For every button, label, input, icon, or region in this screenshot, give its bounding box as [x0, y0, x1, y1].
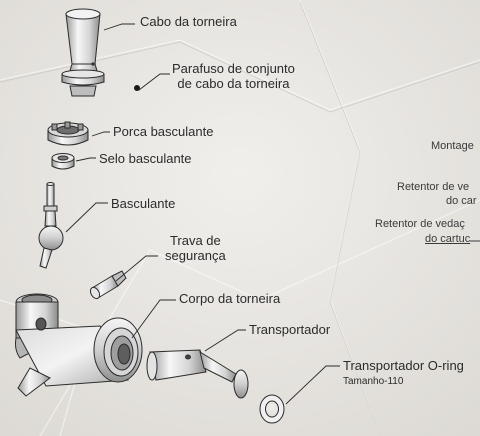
label-shaft: Transportador	[249, 322, 331, 337]
label-handle-screw-line1: Parafuso de conjunto	[172, 61, 295, 76]
label-retainer-b-line2: do cartuc	[425, 233, 471, 245]
lever-nut	[47, 121, 89, 146]
label-lever-seal: Selo basculante	[99, 151, 192, 166]
faucet-body	[15, 293, 143, 397]
label-retainer-a-line1: Retentor de ve	[397, 181, 470, 193]
label-handle-screw: Parafuso de conjunto de cabo da torneira	[172, 61, 295, 91]
label-lever-nut: Porca basculante	[113, 124, 214, 139]
label-o-ring-size: Tamanho-110	[343, 376, 404, 387]
label-handle: Cabo da torneira	[140, 14, 237, 29]
label-lever: Basculante	[111, 196, 176, 211]
label-handle-screw-line2: de cabo da torneira	[177, 76, 290, 91]
label-safety-lock-line2: segurança	[165, 248, 226, 263]
faucet-handle	[61, 8, 105, 97]
safety-lock	[89, 270, 127, 300]
lever-part	[38, 182, 64, 269]
label-safety-lock: Trava de segurança	[165, 233, 226, 263]
lever-seal	[51, 153, 75, 170]
label-assembly: Montage	[431, 140, 474, 152]
label-o-ring: Transportador O-ring	[343, 358, 464, 373]
o-ring-part	[259, 394, 285, 424]
label-retainer-b-line1: Retentor de vedaç	[375, 218, 465, 230]
set-screw-icon	[134, 85, 140, 91]
label-faucet-body: Corpo da torneira	[179, 291, 281, 306]
shaft-part	[146, 349, 249, 399]
leader-lines	[65, 23, 480, 405]
label-safety-lock-line1: Trava de	[169, 233, 221, 248]
set-screw-hole	[91, 62, 95, 66]
label-retainer-a-line2: do car	[446, 195, 477, 207]
